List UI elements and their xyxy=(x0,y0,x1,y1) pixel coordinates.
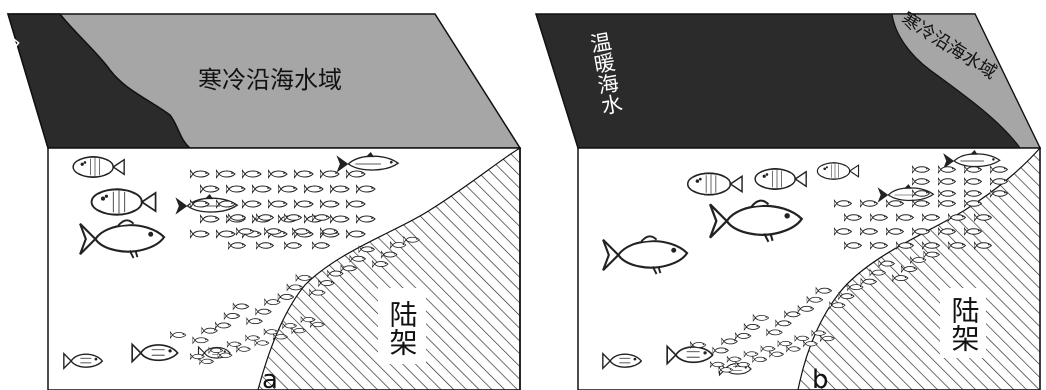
panel-b: 温暖海水 寒冷沿海水域 陆架 b xyxy=(534,8,1042,390)
svg-text:温暖海水: 温暖海水 xyxy=(0,29,23,110)
warm-water-area xyxy=(6,13,193,149)
panel-letter: b xyxy=(812,365,829,390)
panel-a: 温暖海水 寒冷沿海水域 陆架 a xyxy=(0,13,522,390)
cold-coastal-water-area xyxy=(891,13,1041,149)
panel-letter: a xyxy=(262,365,278,390)
warm-water-label-a: 温暖海水 xyxy=(0,29,23,110)
cold-water-label: 寒冷沿海水域 xyxy=(198,66,342,94)
shelf-label: 陆架 xyxy=(948,296,981,352)
shelf-label: 陆架 xyxy=(386,300,419,356)
